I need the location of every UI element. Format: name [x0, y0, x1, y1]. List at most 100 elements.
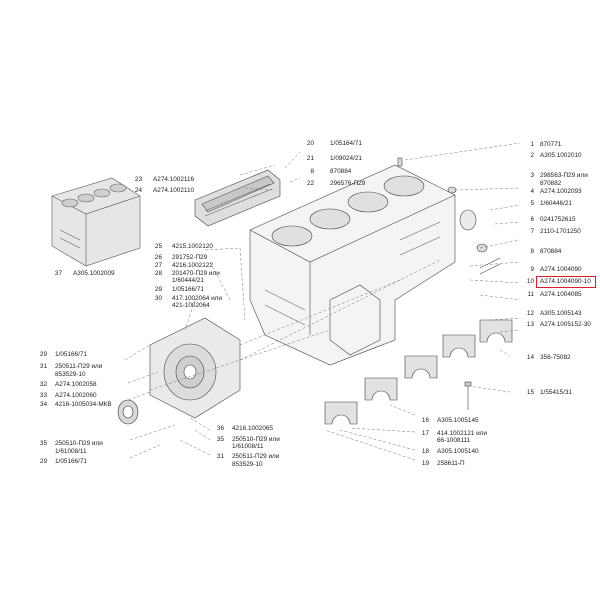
callout-label: A305.1002010: [540, 152, 582, 159]
callout-number: 3: [530, 172, 534, 179]
callout-label: 250510-П29 или: [232, 436, 280, 443]
callout-label: 1/55415/31: [540, 389, 572, 396]
callout-number: 4: [530, 188, 534, 195]
callout-label: 66-1008111: [437, 437, 471, 444]
callout-label: 853529-10: [55, 371, 86, 378]
callout-label: 870771: [540, 141, 562, 148]
callout-number: 37: [54, 270, 62, 277]
callout-number: 8: [310, 168, 314, 175]
callout-label: 1/60446/21: [540, 200, 572, 207]
callout-number: 29: [154, 286, 162, 293]
callout-number: 5: [530, 200, 534, 207]
callout-number: 24: [134, 187, 142, 194]
callout-number: 26: [154, 254, 162, 261]
callout-number: 31: [39, 363, 47, 370]
callout-label: 853529-10: [232, 461, 263, 468]
callout-label: A274.1002116: [153, 176, 195, 183]
callout-label: A274.1005152-30: [540, 321, 591, 328]
callout-label: A274.1004085: [540, 291, 582, 298]
callout-number: 13: [526, 321, 534, 328]
callout-label: 0241752615: [540, 216, 576, 223]
callout-label: A274.1002093: [540, 188, 582, 195]
callout-label: 870882: [540, 180, 562, 187]
leader-lines: [124, 142, 521, 461]
callout-label: 1/05164/71: [330, 140, 362, 147]
callout-label: 1/09024/21: [330, 155, 362, 162]
right-small-parts: [397, 157, 501, 275]
callout-number: 33: [39, 392, 47, 399]
callout-label: A305.1002009: [73, 270, 115, 277]
callout-label: 250511-П29 или: [55, 363, 103, 370]
callout-number: 2: [530, 152, 534, 159]
callout-number: 29: [39, 458, 47, 465]
callout-label: 356-75082: [540, 354, 571, 361]
callout-number: 7: [530, 228, 534, 235]
callout-number: 28: [154, 270, 162, 277]
callout-label: 250510-П29 или: [55, 440, 103, 447]
callout-label: 1/61008/11: [232, 443, 264, 450]
callout-label-highlighted: A274.1004090-10: [540, 278, 591, 285]
callout-number: 15: [526, 389, 534, 396]
callout-label: 417.1002064 или: [172, 295, 222, 302]
main-cylinder-block: [249, 164, 456, 366]
callout-label: 870884: [540, 248, 562, 255]
callout-number: 22: [306, 180, 314, 187]
callout-label: A274.1002060: [55, 392, 97, 399]
callout-label: 250511-П29 или: [232, 453, 280, 460]
callout-label: 1/05166/71: [172, 286, 204, 293]
callout-label: 1/05166/71: [55, 351, 87, 358]
callout-number: 25: [154, 243, 162, 250]
callout-label: 201470-П29 или: [172, 270, 220, 277]
callout-label: 298563-П29 или: [540, 172, 588, 179]
callout-number: 32: [39, 381, 47, 388]
callout-number: 30: [154, 295, 162, 302]
callout-number: 21: [306, 155, 314, 162]
callout-number: 31: [216, 453, 224, 460]
callout-number: 23: [134, 176, 142, 183]
callout-label: 1/60444/21: [172, 277, 204, 284]
callout-label: A274.1002058: [55, 381, 97, 388]
callout-label: A274.1004090: [540, 266, 582, 273]
bearing-caps: [324, 319, 513, 425]
callout-label: A305.1005140: [437, 448, 479, 455]
callout-label: 4216-1005034-МКВ: [55, 401, 112, 408]
callout-label: 421-1002064: [172, 302, 210, 309]
callout-label: 291752-П29: [172, 254, 208, 261]
side-cover: [194, 169, 281, 227]
callout-number: 35: [216, 436, 224, 443]
callout-label: 414.1002121 или: [437, 430, 487, 437]
callout-number: 16: [421, 417, 429, 424]
callout-number: 29: [39, 351, 47, 358]
callout-number: 35: [39, 440, 47, 447]
callout-label: 2110-1701250: [540, 228, 581, 235]
callout-number: 12: [526, 310, 534, 317]
callout-label: 1/05166/71: [55, 458, 87, 465]
callout-number: 18: [421, 448, 429, 455]
callout-number: 1: [530, 141, 534, 148]
front-housing: [149, 317, 241, 419]
callout-label: A305.1005143: [540, 310, 582, 317]
callout-label: 258611-П: [437, 460, 465, 467]
callout-number: 9: [530, 266, 534, 273]
callout-number: 36: [216, 425, 224, 432]
callout-number: 8: [530, 248, 534, 255]
callout-label: A305.1005145: [437, 417, 479, 424]
callout-label: 1/61008/11: [55, 448, 87, 455]
callout-number: 11: [527, 291, 534, 298]
callout-label: 4215.1002120: [172, 243, 213, 250]
callout-label: 870884: [330, 168, 352, 175]
callout-number: 19: [421, 460, 429, 467]
callout-number: 17: [421, 430, 429, 437]
callout-number: 14: [526, 354, 534, 361]
callout-number: 10: [526, 278, 534, 285]
callout-label: A274.1002110: [153, 187, 195, 194]
callout-label: 4216.1002065: [232, 425, 273, 432]
callout-number: 20: [306, 140, 314, 147]
callout-label: 4216.1002122: [172, 262, 213, 269]
highlighted-part-box: [536, 276, 596, 288]
callout-number: 27: [154, 262, 162, 269]
engine-block-thumbnail: [51, 177, 141, 267]
callout-label: 296576-П29: [330, 180, 366, 187]
